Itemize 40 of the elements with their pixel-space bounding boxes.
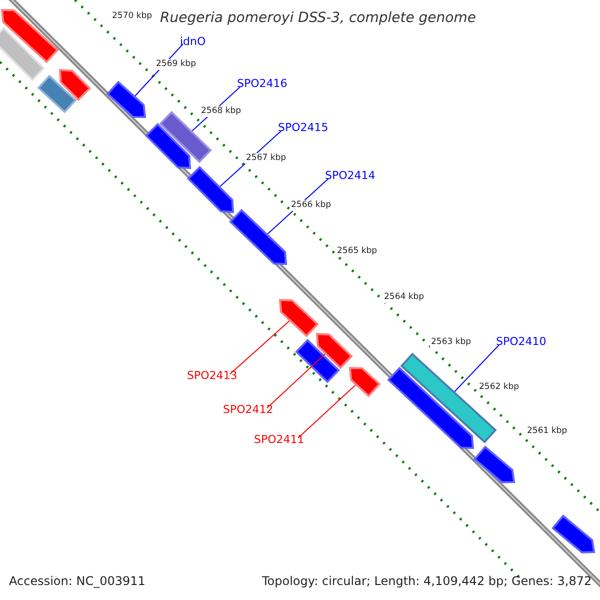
gene-feature (106, 80, 146, 118)
gene-feature (316, 332, 353, 370)
leader-line (266, 354, 326, 408)
gene-label: SPO2410 (496, 336, 546, 347)
leader-line (298, 384, 356, 438)
gene-feature (186, 166, 234, 214)
gene-feature (0, 8, 59, 64)
scale-label: 2562 kbp (478, 382, 520, 392)
gene-feature (0, 26, 46, 82)
leader-line (454, 344, 500, 392)
gene-feature (144, 122, 192, 170)
scale-label: 2568 kbp (200, 106, 242, 116)
gene-feature (473, 446, 516, 484)
gene-feature (229, 208, 288, 266)
scale-label: 2565 kbp (336, 246, 378, 256)
accession-text: Accession: NC_003911 (9, 575, 146, 587)
scale-label: 2561 kbp (526, 426, 568, 436)
gene-label: SPO2415 (278, 122, 328, 133)
gene-feature (348, 366, 381, 398)
gene-label: SPO2412 (223, 404, 274, 415)
gene-label: SPO2414 (325, 170, 376, 181)
scale-label: 2563 kbp (430, 337, 472, 348)
gene-label: SPO2411 (254, 434, 304, 445)
gene-feature (58, 68, 92, 102)
gene-label: idnO (180, 36, 206, 47)
scale-label: 2570 kbp (111, 11, 154, 22)
gene-label: SPO2413 (187, 370, 238, 381)
gene-label: SPO2416 (237, 78, 288, 89)
leader-line (230, 320, 290, 374)
scale-label: 2566 kbp (290, 200, 332, 210)
gene-feature (278, 298, 319, 338)
gene-feature (295, 338, 340, 384)
gene-feature (387, 366, 474, 450)
scale-label: 2564 kbp (383, 292, 426, 302)
title: Ruegeria pomeroyi DSS-3, complete genome (160, 11, 476, 25)
gene-feature (37, 74, 77, 114)
scale-label: 2567 kbp (245, 153, 288, 164)
scale-label: 2569 kbp (155, 59, 198, 70)
gene-feature (551, 514, 596, 554)
genome-stats-text: Topology: circular; Length: 4,109,442 bp; Genes: 3,872 (262, 575, 592, 587)
